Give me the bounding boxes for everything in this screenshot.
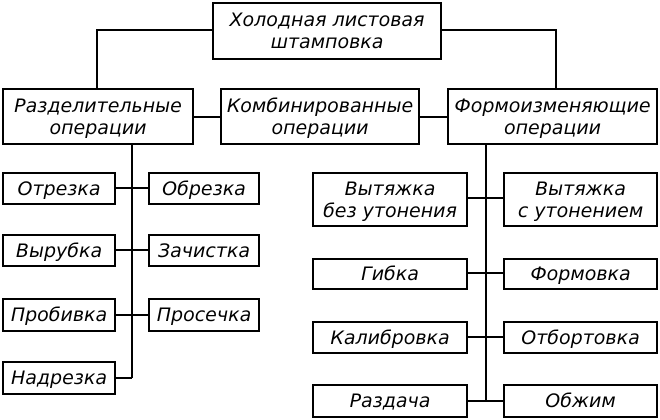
op-lancing-label: Просечка	[156, 304, 252, 326]
op-notching-label: Надрезка	[10, 367, 108, 389]
op-drawing-no-thinning-line2: без утонения	[323, 199, 457, 222]
op-expanding-label: Раздача	[349, 390, 431, 412]
op-drawing-thinning-line2: с утонением	[517, 199, 644, 222]
category-separating: Разделительные операции	[2, 88, 194, 145]
category-forming-line1: Формоизменяющие	[454, 94, 651, 117]
op-sizing-label: Калибровка	[330, 326, 450, 349]
op-shaving: Зачистка	[148, 234, 260, 267]
op-cutting-label: Отрезка	[17, 177, 101, 200]
op-piercing-label: Пробивка	[10, 304, 108, 326]
op-flanging: Отбортовка	[503, 321, 658, 354]
op-drawing-thinning: Вытяжка с утонением	[503, 172, 658, 227]
op-drawing-no-thinning-line1: Вытяжка	[344, 177, 436, 200]
op-drawing-no-thinning: Вытяжка без утонения	[312, 172, 468, 227]
root-label-line2: штамповка	[270, 31, 384, 53]
op-expanding: Раздача	[312, 384, 468, 418]
category-combined: Комбинированные операции	[220, 88, 420, 145]
category-separating-line2: операции	[49, 116, 147, 139]
op-blanking-label: Вырубка	[15, 239, 103, 262]
op-bending: Гибка	[312, 258, 468, 290]
op-cutting: Отрезка	[2, 172, 116, 205]
category-forming: Формоизменяющие операции	[447, 88, 658, 145]
op-crimping-label: Обжим	[545, 390, 616, 412]
root-label-line1: Холодная листовая	[229, 9, 425, 31]
op-shaping-label: Формовка	[530, 263, 631, 285]
category-combined-line1: Комбинированные	[226, 94, 414, 117]
connector-root-forming	[442, 29, 557, 88]
category-separating-line1: Разделительные	[14, 94, 182, 117]
root-node: Холодная листовая штамповка	[212, 2, 442, 60]
op-flanging-label: Отбортовка	[521, 326, 640, 349]
category-forming-line2: операции	[503, 116, 602, 139]
op-notching: Надрезка	[2, 361, 116, 395]
op-sizing: Калибровка	[312, 321, 468, 354]
op-shaping: Формовка	[503, 258, 658, 290]
connector-root-separating	[96, 29, 212, 88]
op-blanking: Вырубка	[2, 234, 116, 267]
op-crimping: Обжим	[503, 384, 658, 418]
op-drawing-thinning-line1: Вытяжка	[535, 177, 626, 200]
op-trimming-label: Обрезка	[162, 177, 246, 200]
op-piercing: Пробивка	[2, 298, 116, 332]
op-trimming: Обрезка	[148, 172, 260, 205]
op-lancing: Просечка	[148, 298, 260, 332]
category-combined-line2: операции	[271, 116, 369, 139]
op-shaving-label: Зачистка	[157, 239, 251, 262]
op-bending-label: Гибка	[361, 263, 419, 285]
